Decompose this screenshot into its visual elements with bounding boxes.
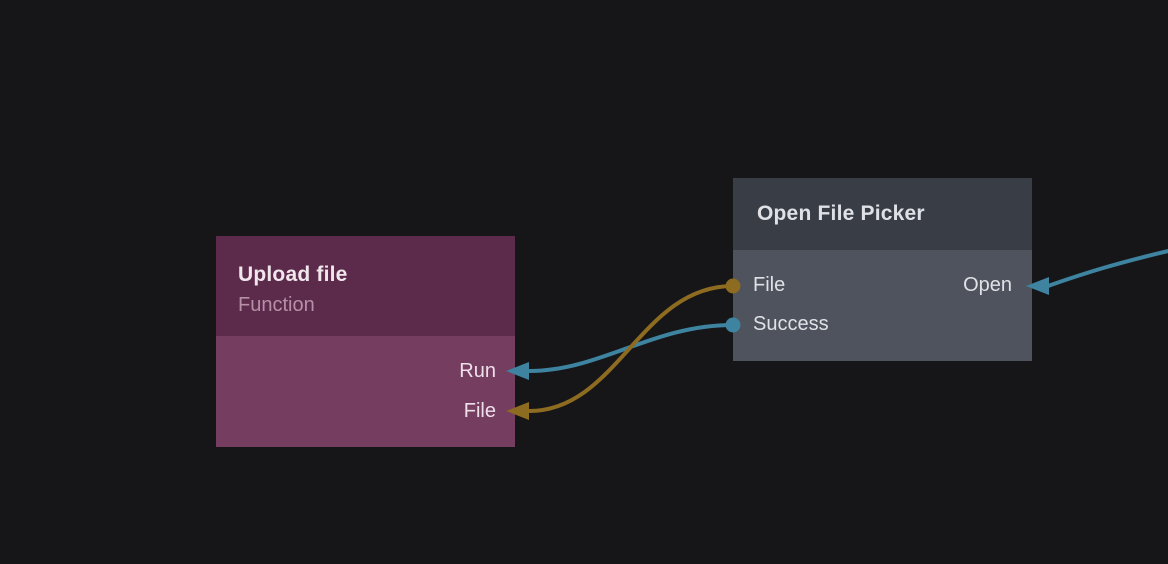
port-row-file-open: File Open xyxy=(753,266,1012,305)
wire-path[interactable] xyxy=(527,284,735,413)
node-open-file-picker[interactable]: Open File Picker File Open Success xyxy=(733,178,1032,361)
wire-path[interactable] xyxy=(1046,246,1168,288)
input-port-file[interactable]: File xyxy=(753,274,786,296)
output-port-open[interactable]: Open xyxy=(963,274,1012,296)
node-open-file-picker-body: File Open Success xyxy=(733,250,1032,361)
wire-incoming-to-open[interactable] xyxy=(1026,246,1168,295)
node-upload-file-body: Run File xyxy=(216,336,515,447)
port-row-success: Success xyxy=(753,305,1012,344)
input-port-file[interactable]: File xyxy=(463,399,496,422)
wire-path[interactable] xyxy=(527,323,735,373)
node-subtitle: Function xyxy=(238,294,315,316)
input-port-run[interactable]: Run xyxy=(459,359,496,382)
node-open-file-picker-header[interactable]: Open File Picker xyxy=(733,178,1032,250)
port-row-file: File xyxy=(236,391,496,431)
node-title: Open File Picker xyxy=(757,202,925,225)
input-port-success[interactable]: Success xyxy=(753,313,829,335)
wire-success-to-run[interactable] xyxy=(506,323,735,380)
node-title: Upload file xyxy=(238,263,348,286)
port-row-run: Run xyxy=(236,351,496,391)
node-upload-file-header[interactable]: Upload file Function xyxy=(216,236,515,336)
node-upload-file[interactable]: Upload file Function Run File xyxy=(216,236,515,447)
wire-file-to-file[interactable] xyxy=(506,284,735,420)
